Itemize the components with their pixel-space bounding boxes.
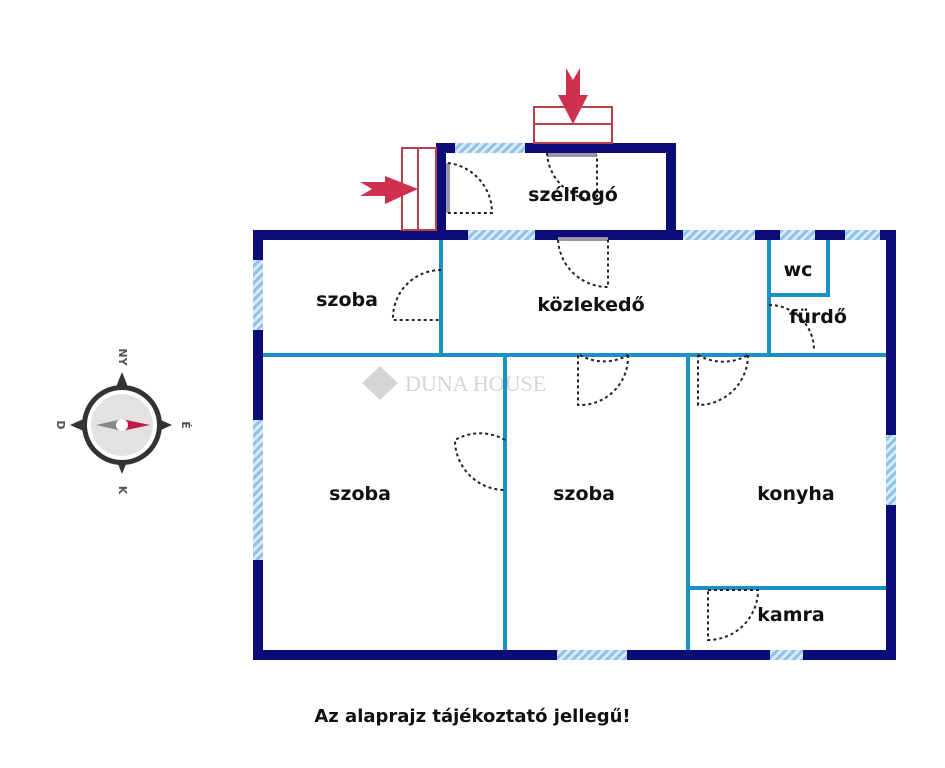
entrance-top <box>533 68 613 144</box>
compass-icon: NY É K D <box>54 348 192 494</box>
room-label-furdo: fürdő <box>789 306 847 328</box>
entrance-arrow-icon <box>558 68 588 124</box>
room-label-szelfogo: szélfogó <box>528 184 618 206</box>
compass-label-k: K <box>116 486 129 495</box>
room-label-kamra: kamra <box>757 604 824 626</box>
inner-walls <box>262 237 886 650</box>
watermark: DUNA HOUSE <box>362 366 546 400</box>
entrance-arrow-icon <box>360 176 418 204</box>
room-label-konyha: konyha <box>757 483 834 505</box>
entrance-side <box>360 147 437 231</box>
windows <box>253 143 896 660</box>
room-label-szoba: szoba <box>553 483 615 505</box>
room-label-szoba: szoba <box>316 289 378 311</box>
compass-label-d: D <box>54 420 67 429</box>
compass-label-ny: NY <box>116 348 129 366</box>
outer-walls <box>253 143 896 660</box>
watermark-text: DUNA HOUSE <box>405 371 546 396</box>
room-label-kozlekedo: közlekedő <box>537 294 644 316</box>
room-label-szoba: szoba <box>329 483 391 505</box>
room-label-wc: wc <box>784 259 813 281</box>
compass-label-e: É <box>179 421 192 429</box>
disclaimer-text: Az alaprajz tájékoztató jellegű! <box>314 706 631 727</box>
doors <box>391 152 815 642</box>
